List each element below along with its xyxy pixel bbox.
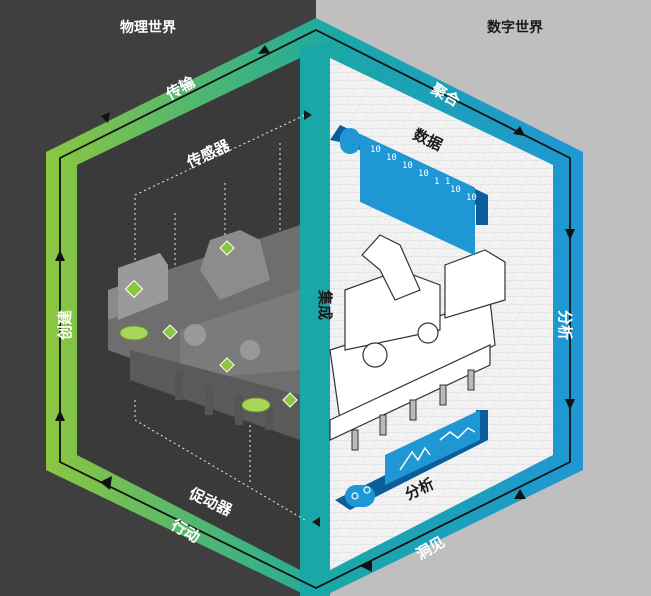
data-glyph-5: 10	[450, 185, 461, 195]
digital-world-title: 数字世界	[487, 19, 544, 36]
digital-machine	[329, 234, 506, 441]
data-glyph-6: 10	[466, 193, 477, 203]
step-analyze-label: 分析	[556, 310, 574, 340]
sensor-markers	[124, 240, 298, 408]
data-glyph-4: 1 1	[434, 177, 450, 187]
step-create-label: 创建	[56, 309, 74, 341]
data-glyph-0: 10	[370, 145, 381, 155]
analytics-pipe	[335, 410, 488, 510]
digital-legs	[351, 369, 475, 451]
data-glyph-text: 10 10 10 10 1 1 10 10	[370, 145, 477, 203]
link-arrows	[304, 110, 320, 527]
data-glyphs	[360, 133, 475, 256]
cycle-path	[59, 28, 571, 590]
data-glyph-2: 10	[402, 161, 413, 171]
integration-divider	[300, 45, 330, 596]
cycle-arrowheads	[55, 45, 575, 572]
data-glyph-1: 10	[386, 153, 397, 163]
actuator-markers	[119, 325, 271, 413]
step-integrate-label: 集成	[316, 289, 334, 320]
physical-world-title: 物理世界	[120, 19, 177, 36]
data-glyph-3: 10	[418, 169, 429, 179]
